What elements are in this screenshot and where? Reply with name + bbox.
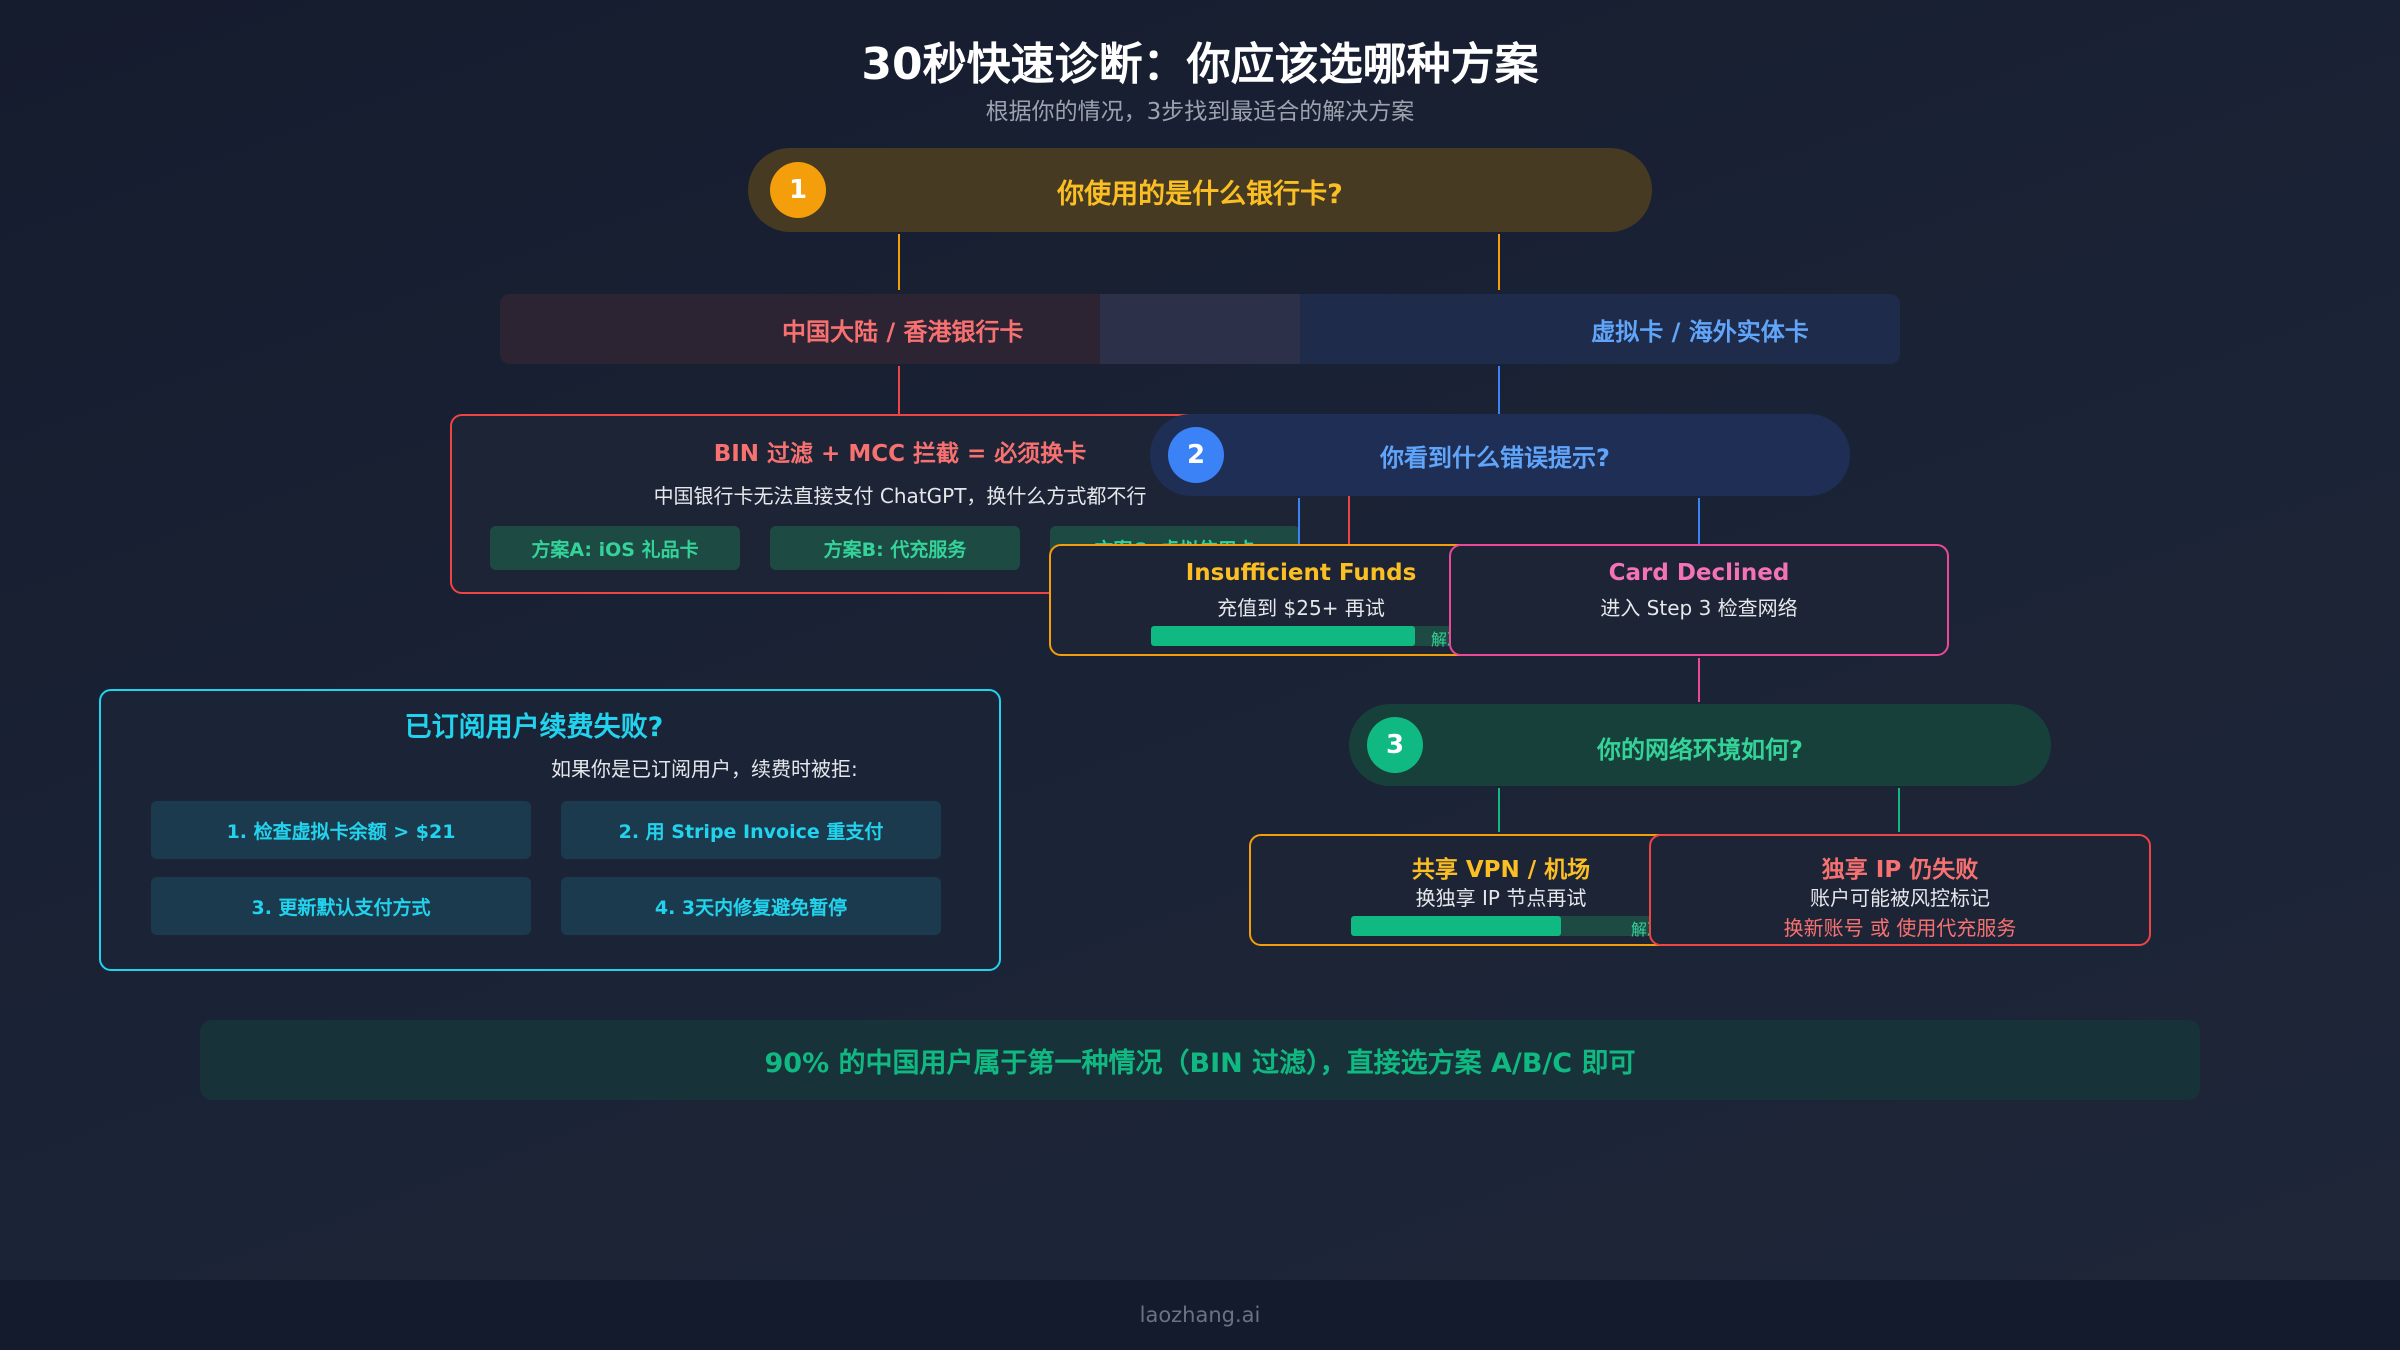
insufficient-funds-title: Insufficient Funds [1185, 560, 1417, 586]
renewal-item-4: 4. 3天内修复避免暂停 [561, 877, 941, 935]
connector-virtual-down [1498, 366, 1500, 414]
connector-step3-right [1898, 788, 1900, 832]
bin-result-title: BIN 过滤 + MCC 拦截 = 必须换卡 [713, 441, 1087, 467]
branch-overlap [1100, 294, 1300, 364]
bin-result-desc: 中国银行卡无法直接支付 ChatGPT，换什么方式都不行 [653, 484, 1147, 508]
step3-question-pill: 3 你的网络环境如何? [1349, 704, 2051, 786]
renewal-title: 已订阅用户续费失败? [404, 712, 664, 743]
summary-text: 90% 的中国用户属于第一种情况（BIN 过滤），直接选方案 A/B/C 即可 [764, 1047, 1636, 1079]
step3-question: 你的网络环境如何? [1597, 736, 1803, 764]
insufficient-funds-progress [1151, 626, 1451, 646]
renewal-item-3: 3. 更新默认支付方式 [151, 877, 531, 935]
shared-vpn-progress-fill [1351, 916, 1561, 936]
dedicated-ip-desc: 账户可能被风控标记 [1810, 886, 1990, 910]
renewal-item-1: 1. 检查虚拟卡余额 > $21 [151, 801, 531, 859]
renewal-box: 已订阅用户续费失败? 如果你是已订阅用户，续费时被拒: 1. 检查虚拟卡余额 >… [99, 689, 1001, 971]
card-declined-card: Card Declined 进入 Step 3 检查网络 [1449, 544, 1949, 656]
step1-question: 你使用的是什么银行卡? [1057, 179, 1343, 210]
shared-vpn-progress [1351, 916, 1651, 936]
dedicated-ip-action: 换新账号 或 使用代充服务 [1783, 916, 2017, 940]
step2-badge: 2 [1168, 427, 1224, 483]
card-declined-desc: 进入 Step 3 检查网络 [1600, 596, 1798, 620]
shared-vpn-desc: 换独享 IP 节点再试 [1415, 886, 1587, 910]
shared-vpn-title: 共享 VPN / 机场 [1411, 857, 1591, 883]
dedicated-ip-title: 独享 IP 仍失败 [1821, 857, 1979, 883]
connector-step2-right [1698, 498, 1700, 544]
connector-step3-left [1498, 788, 1500, 832]
footer-brand: laozhang.ai [1139, 1303, 1261, 1327]
step1-badge: 1 [770, 162, 826, 218]
connector-step1-left [898, 234, 900, 290]
card-declined-title: Card Declined [1608, 560, 1790, 586]
step3-badge: 3 [1367, 717, 1423, 773]
option-a-chip[interactable]: 方案A: iOS 礼品卡 [490, 526, 740, 570]
step2-question-pill: 2 你看到什么错误提示? [1150, 414, 1850, 496]
insufficient-funds-desc: 充值到 $25+ 再试 [1217, 596, 1385, 620]
connector-step1-right [1498, 234, 1500, 290]
dedicated-ip-card: 独享 IP 仍失败 账户可能被风控标记 换新账号 或 使用代充服务 [1649, 834, 2151, 946]
branch-virtual-card-label: 虚拟卡 / 海外实体卡 [1591, 317, 1809, 346]
summary-bar: 90% 的中国用户属于第一种情况（BIN 过滤），直接选方案 A/B/C 即可 [200, 1020, 2200, 1100]
option-b-chip[interactable]: 方案B: 代充服务 [770, 526, 1020, 570]
renewal-item-2: 2. 用 Stripe Invoice 重支付 [561, 801, 941, 859]
footer-bar [0, 1280, 2400, 1350]
page-title: 30秒快速诊断：你应该选哪种方案 [861, 39, 1539, 90]
step2-question: 你看到什么错误提示? [1380, 444, 1610, 472]
connector-china-down [898, 366, 900, 414]
renewal-desc: 如果你是已订阅用户，续费时被拒: [551, 757, 858, 781]
branch-china-card-label: 中国大陆 / 香港银行卡 [782, 317, 1024, 346]
connector-step2-left [1298, 498, 1300, 544]
page-subtitle: 根据你的情况，3步找到最适合的解决方案 [985, 99, 1415, 125]
insufficient-funds-progress-fill [1151, 626, 1415, 646]
connector-declined-down [1698, 658, 1700, 702]
step1-question-pill: 1 你使用的是什么银行卡? [748, 148, 1652, 232]
